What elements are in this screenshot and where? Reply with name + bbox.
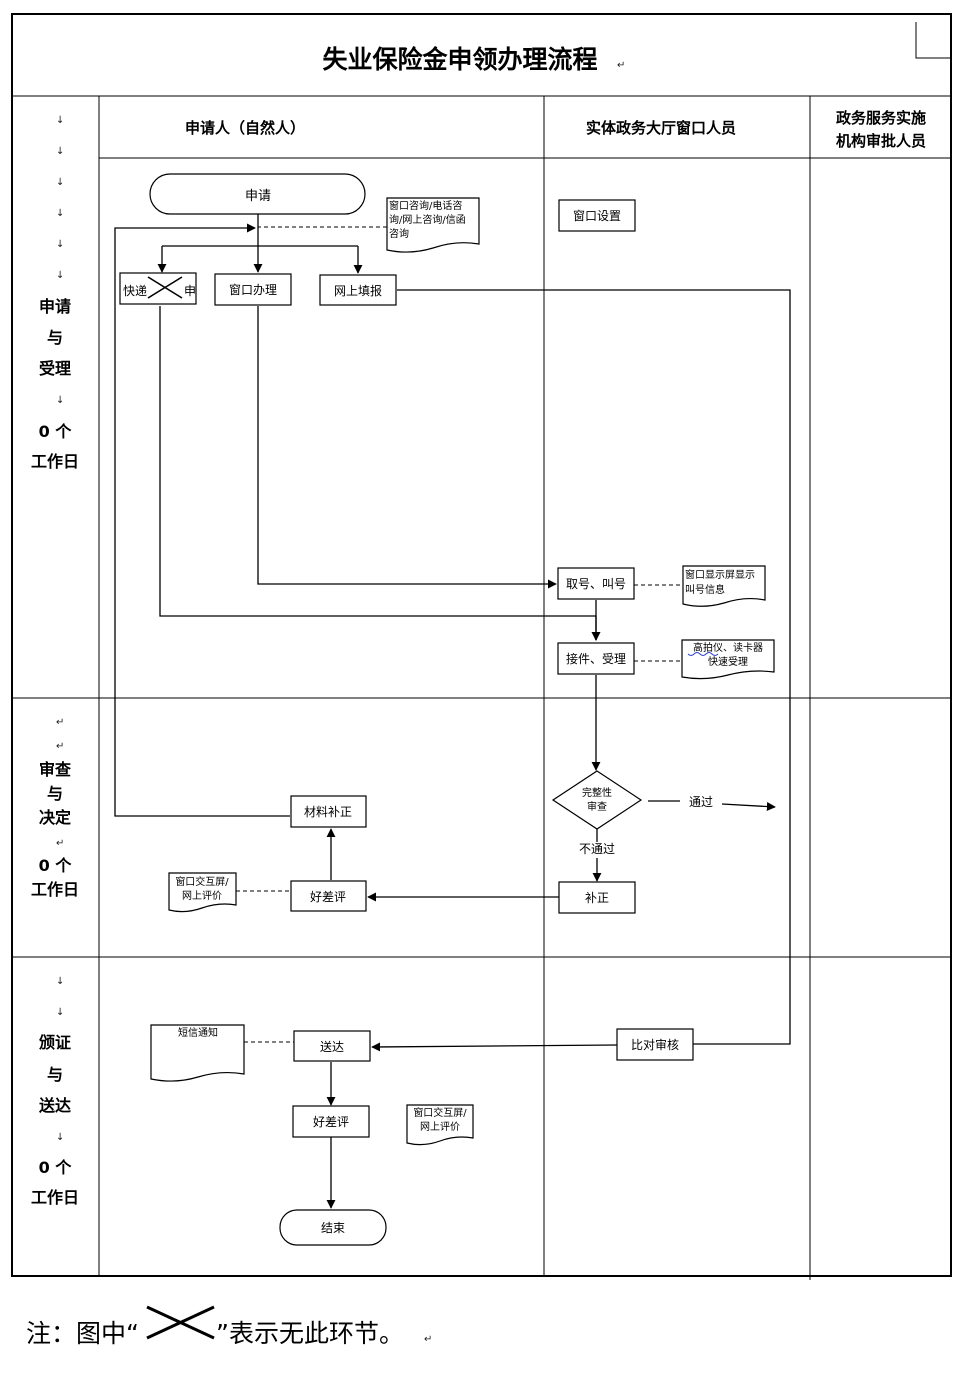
node-window-handle-label: 窗口办理 <box>229 282 277 297</box>
svg-text:↓: ↓ <box>56 177 64 188</box>
node-correction: 补正 <box>558 881 636 914</box>
doc-consult: 窗口咨询/电话咨 询/网上咨询/信函 咨询 <box>386 197 480 253</box>
node-compare-review-label: 比对审核 <box>631 1037 679 1052</box>
node-material-fix-label: 材料补正 <box>304 805 352 819</box>
node-online-fill-label: 网上填报 <box>334 283 382 298</box>
stage-accept-unit: 工作日 <box>31 452 79 471</box>
lane-header-applicant: 申请人（自然人） <box>185 119 305 137</box>
doc-scanner-line1: 高拍仪、读卡器 <box>693 641 763 654</box>
node-feedback-1: 好差评 <box>290 880 367 912</box>
stage-review-unit: 工作日 <box>31 880 79 899</box>
doc-screen-line1: 窗口显示屏显示 <box>685 568 755 581</box>
node-receive-label: 接件、受理 <box>566 651 626 666</box>
node-completeness-line1: 完整性 <box>582 786 612 799</box>
svg-text:↓: ↓ <box>56 239 64 250</box>
svg-text:↓: ↓ <box>56 1007 64 1018</box>
label-fail: 不通过 <box>579 842 615 856</box>
node-take-number: 取号、叫号 <box>557 567 635 600</box>
stage-accept-line2: 与 <box>47 328 63 347</box>
doc-scanner: 高拍仪、读卡器 快速受理 <box>681 639 775 680</box>
doc-eval-1-line1: 窗口交互屏/ <box>175 875 229 888</box>
doc-eval-2: 窗口交互屏/ 网上评价 <box>406 1104 474 1146</box>
node-completeness-check: 完整性 审查 <box>551 770 643 830</box>
doc-screen-line2: 叫号信息 <box>685 583 725 596</box>
paragraph-mark-icon: ↵ <box>617 60 625 71</box>
stage-accept: ↓ ↓ ↓ ↓ ↓ ↓ 申请 与 受理 ↓ 0 个 工作日 <box>31 115 79 471</box>
stage-accept-days: 0 个 <box>39 422 73 441</box>
node-apply: 申请 <box>149 173 366 215</box>
doc-screen: 窗口显示屏显示 叫号信息 <box>682 565 766 607</box>
lane-header-approver-line1: 政务服务实施 <box>836 109 926 127</box>
svg-text:↓: ↓ <box>56 976 64 987</box>
doc-eval-2-line1: 窗口交互屏/ <box>413 1106 467 1119</box>
svg-text:↓: ↓ <box>56 270 64 281</box>
footnote-prefix: 注：图中“ <box>26 1319 139 1348</box>
stage-review-line1: 审查 <box>39 760 71 779</box>
footnote-suffix: ”表示无此环节。 <box>216 1319 404 1348</box>
stage-deliver-unit: 工作日 <box>31 1188 79 1207</box>
connectors <box>114 214 791 1209</box>
node-feedback-2: 好差评 <box>292 1105 370 1138</box>
node-feedback-2-label: 好差评 <box>313 1115 349 1129</box>
node-compare-review: 比对审核 <box>616 1028 694 1061</box>
cross-icon <box>147 276 183 299</box>
svg-text:↓: ↓ <box>56 146 64 157</box>
stage-deliver-line2: 与 <box>47 1065 63 1084</box>
node-express: 快递 申 <box>119 272 197 305</box>
node-deliver-label: 送达 <box>320 1039 344 1054</box>
doc-sms: 短信通知 <box>150 1024 245 1082</box>
svg-text:↵: ↵ <box>56 838 64 849</box>
stage-deliver-line1: 颁证 <box>39 1033 71 1052</box>
svg-text:↓: ↓ <box>56 395 64 406</box>
node-deliver: 送达 <box>293 1030 371 1062</box>
stage-accept-line1: 申请 <box>39 297 71 316</box>
node-take-number-label: 取号、叫号 <box>566 577 626 591</box>
doc-eval-1: 窗口交互屏/ 网上评价 <box>168 872 237 913</box>
node-end: 结束 <box>279 1209 387 1246</box>
node-express-label-left: 快递 <box>123 284 147 298</box>
doc-sms-label: 短信通知 <box>178 1026 218 1039</box>
doc-consult-line1: 窗口咨询/电话咨 <box>389 199 462 212</box>
doc-scanner-line2: 快速受理 <box>708 656 748 668</box>
footnote: 注：图中“ ”表示无此环节。 ↵ <box>26 1305 432 1348</box>
node-correction-label: 补正 <box>585 891 609 905</box>
node-feedback-1-label: 好差评 <box>310 890 346 904</box>
doc-eval-2-line2: 网上评价 <box>420 1121 460 1133</box>
node-end-label: 结束 <box>321 1221 345 1235</box>
stage-review-line3: 决定 <box>39 808 71 827</box>
stage-review-days: 0 个 <box>39 856 73 875</box>
stage-review: ↵ ↵ 审查 与 决定 ↵ 0 个 工作日 <box>31 717 79 899</box>
lane-header-approver-line2: 机构审批人员 <box>836 132 926 150</box>
doc-consult-line3: 咨询 <box>389 227 409 240</box>
svg-text:↓: ↓ <box>56 1132 64 1143</box>
node-completeness-line2: 审查 <box>587 800 607 813</box>
doc-consult-line2: 询/网上咨询/信函 <box>389 213 466 226</box>
paragraph-mark-icon: ↵ <box>424 1334 432 1345</box>
node-material-fix: 材料补正 <box>290 795 367 828</box>
stage-accept-line3: 受理 <box>39 359 71 378</box>
stage-deliver: ↓ ↓ 颁证 与 送达 ↓ 0 个 工作日 <box>31 976 79 1207</box>
lane-header-window-staff: 实体政务大厅窗口人员 <box>586 119 736 137</box>
svg-text:↓: ↓ <box>56 208 64 219</box>
node-window-setup: 窗口设置 <box>558 199 636 232</box>
stage-deliver-line3: 送达 <box>38 1096 71 1115</box>
spellcheck-underline-icon <box>687 652 719 656</box>
cross-icon <box>146 1305 215 1340</box>
stage-deliver-days: 0 个 <box>39 1158 73 1177</box>
node-online-fill: 网上填报 <box>319 274 397 306</box>
label-pass: 通过 <box>689 795 713 809</box>
node-window-setup-label: 窗口设置 <box>573 209 621 223</box>
node-receive: 接件、受理 <box>557 642 635 675</box>
svg-text:↓: ↓ <box>56 115 64 126</box>
svg-text:↵: ↵ <box>56 717 64 728</box>
node-window-handle: 窗口办理 <box>214 273 292 306</box>
node-express-label-right: 申 <box>184 284 196 298</box>
table-grid <box>11 13 952 1280</box>
page-title: 失业保险金申领办理流程 <box>322 45 597 74</box>
svg-text:↵: ↵ <box>56 741 64 752</box>
doc-eval-1-line2: 网上评价 <box>182 890 222 902</box>
stage-review-line2: 与 <box>47 784 63 803</box>
node-apply-label: 申请 <box>245 189 271 204</box>
